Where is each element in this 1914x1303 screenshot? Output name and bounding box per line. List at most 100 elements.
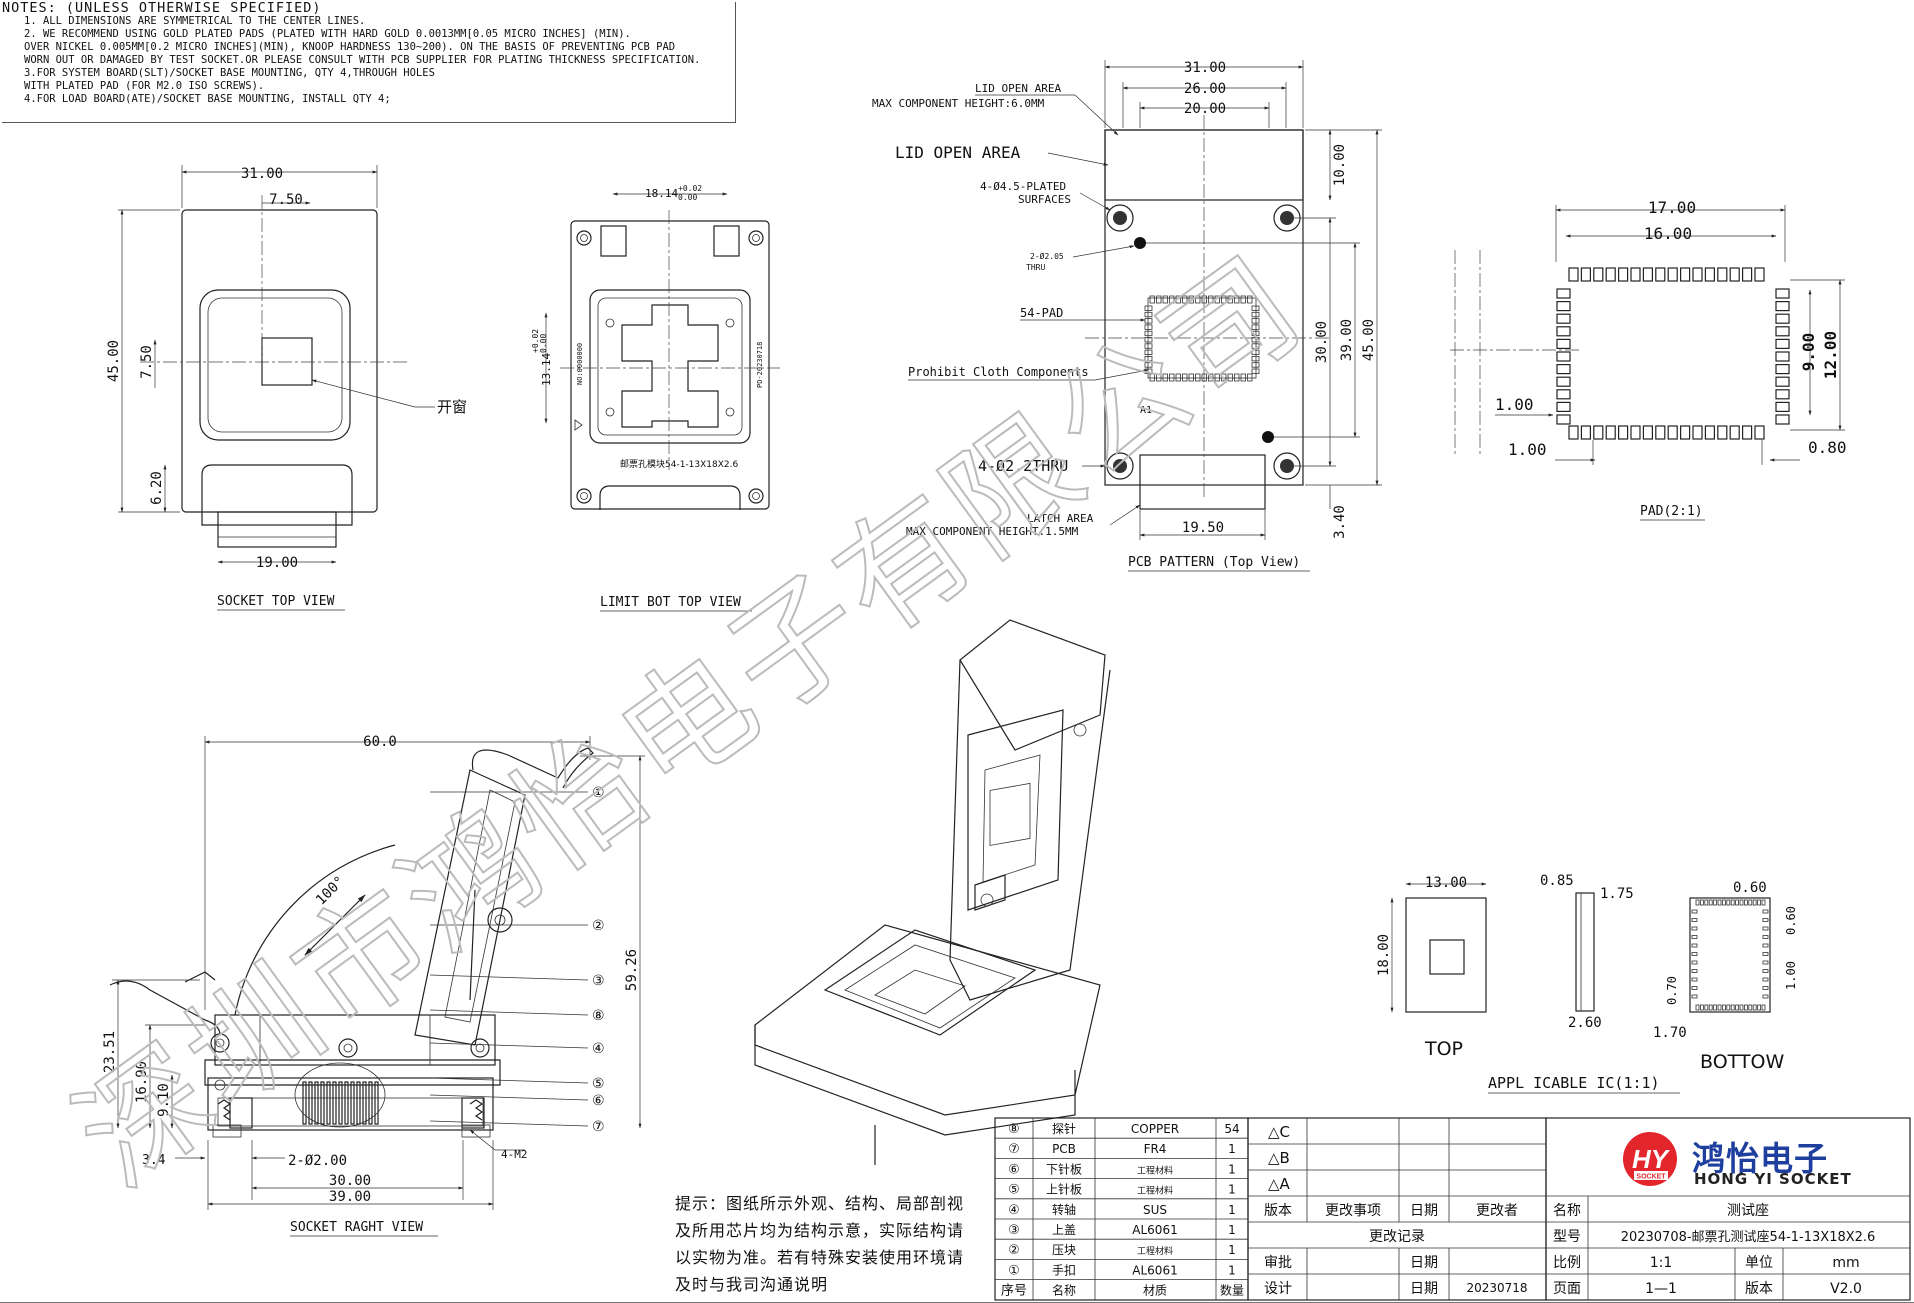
- rev-mark-c: △C: [1268, 1123, 1290, 1141]
- bom-name: 上盖: [1052, 1223, 1076, 1237]
- pcb-pad: [1162, 295, 1168, 304]
- caption-limit-bot: LIMIT BOT TOP VIEW: [600, 595, 741, 610]
- pcb-54pad-label: 54-PAD: [1020, 306, 1063, 320]
- ic-pad: [1752, 899, 1757, 906]
- pcb-pad: [1251, 318, 1260, 324]
- pcb-thru-1: 2-Ø2.05: [1030, 251, 1064, 261]
- pcb-pad: [1188, 373, 1194, 382]
- ic-pad: [1762, 926, 1769, 931]
- pcb-latch-area: LATCH AREA: [1027, 512, 1094, 525]
- notes-line: 2. WE RECOMMEND USING GOLD PLATED PADS (…: [24, 28, 631, 40]
- pcb-pad: [1144, 324, 1153, 330]
- pcb-pad: [1156, 373, 1162, 382]
- dim-19: 19.00: [256, 555, 298, 571]
- probe-pin: [308, 1081, 313, 1125]
- bom-name: PCB: [1052, 1142, 1076, 1156]
- ic-pad: [1691, 986, 1698, 990]
- bom-no: ⑧: [1008, 1122, 1020, 1137]
- probe-pins: [294, 1062, 386, 1128]
- probe-pin: [332, 1081, 337, 1125]
- pad: [1556, 301, 1571, 312]
- tb-name-value: 测试座: [1727, 1203, 1769, 1219]
- pcb-pad: [1221, 295, 1227, 304]
- bom-material: FR4: [1144, 1142, 1167, 1156]
- bom-name: 探针: [1052, 1121, 1076, 1136]
- probe-pin: [356, 1081, 361, 1125]
- pcb-pad: [1182, 373, 1188, 382]
- dim-39: 39.00: [329, 1189, 371, 1205]
- probe-pin: [362, 1081, 367, 1125]
- bom-material: 工程材料: [1137, 1185, 1173, 1197]
- part-balloon: ③: [592, 973, 605, 989]
- pcb-pad: [1251, 337, 1260, 343]
- ic-pad: [1691, 943, 1698, 948]
- pad: [1605, 267, 1616, 282]
- ic-pad: [1695, 1004, 1700, 1011]
- bom-no: 序号: [1001, 1284, 1027, 1299]
- bom-qty: 54: [1224, 1122, 1239, 1136]
- pcb-pad: [1251, 305, 1260, 311]
- notes-line: OVER NICKEL 0.005MM[0.2 MICRO INCHES](MI…: [24, 41, 676, 53]
- ic-pad: [1691, 935, 1698, 939]
- limit-dim-top-tol-upper: +0.02: [678, 184, 702, 193]
- rev-design-date: 20230718: [1466, 1281, 1527, 1295]
- pad-dim-left-1: 1.00: [1495, 395, 1534, 414]
- ic-pad: [1691, 994, 1698, 999]
- pcb-pad: [1182, 295, 1188, 304]
- pad: [1630, 425, 1641, 440]
- ic-pad: [1744, 1004, 1748, 1011]
- rev-mark-a: △A: [1268, 1175, 1291, 1193]
- ic-pad: [1691, 909, 1698, 914]
- pin-zone: [294, 1062, 386, 1128]
- pcb-a1-label: A1: [1140, 405, 1152, 416]
- notes-line: 1. ALL DIMENSIONS ARE SYMMETRICAL TO THE…: [24, 15, 366, 27]
- pad: [1729, 267, 1740, 282]
- pad: [1556, 389, 1571, 400]
- tb-model-label: 型号: [1553, 1229, 1581, 1245]
- tb-version-value: V2.0: [1830, 1281, 1862, 1297]
- pad: [1754, 425, 1765, 440]
- pcb-pad: [1240, 295, 1246, 304]
- ic-pad: [1748, 1004, 1753, 1011]
- ic-pad: [1752, 1004, 1757, 1011]
- pad: [1679, 267, 1691, 282]
- pad-view: 17.00 16.00 9.00 12.00 1.00 1.00 0.80 PA…: [1450, 198, 1847, 521]
- ic-pad: [1730, 899, 1735, 906]
- pad-dim-12: 12.00: [1821, 331, 1840, 379]
- balloon-leader: [429, 1120, 589, 1127]
- bom-qty: 1: [1228, 1162, 1236, 1176]
- pad: [1775, 313, 1790, 324]
- caption-socket-right: SOCKET RAGHT VIEW: [290, 1220, 423, 1235]
- pcb-pad: [1251, 349, 1260, 356]
- dim-31: 31.00: [241, 166, 283, 182]
- dim-45: 45.00: [106, 340, 122, 382]
- pcb-pad: [1144, 305, 1153, 311]
- ic-pad: [1762, 952, 1769, 956]
- applicable-ic-view: 13.00 18.00 TOP 0.85 1.75 2.60 0.60 0.60…: [1376, 873, 1798, 1094]
- bom-no: ③: [1008, 1223, 1020, 1238]
- pad: [1729, 425, 1740, 440]
- limit-side-left: NO:0000000: [576, 343, 584, 385]
- bom-material: SUS: [1143, 1203, 1167, 1217]
- ic-dim-0-60: 0.60: [1733, 880, 1767, 896]
- pad: [1630, 267, 1641, 282]
- notes-line: 4.FOR LOAD BOARD(ATE)/SOCKET BASE MOUNTI…: [24, 93, 391, 105]
- pad-dim-16: 16.00: [1644, 224, 1692, 243]
- pcb-pad: [1188, 295, 1194, 304]
- part-balloon: ①: [592, 785, 605, 801]
- ic-pad: [1704, 899, 1709, 906]
- ic-pad: [1762, 969, 1769, 973]
- ic-pad: [1762, 960, 1769, 965]
- pad: [1692, 267, 1703, 282]
- ic-pad: [1713, 1004, 1717, 1011]
- ic-dim-1-75: 1.75: [1600, 886, 1634, 902]
- pcb-pad: [1208, 373, 1214, 382]
- pad: [1556, 414, 1571, 425]
- ic-dim-13: 13.00: [1425, 875, 1467, 891]
- pcb-max-comp-6: MAX COMPONENT HEIGHT:6.0MM: [872, 97, 1045, 110]
- pad: [1556, 326, 1571, 337]
- ic-pad: [1744, 899, 1748, 906]
- bom-material: 材质: [1143, 1284, 1167, 1298]
- dim-23-51: 23.51: [102, 1031, 118, 1073]
- socket-top-view: 31.00 7.50 45.00 7.50 6.20 19.00 开窗 SOCK…: [106, 165, 467, 611]
